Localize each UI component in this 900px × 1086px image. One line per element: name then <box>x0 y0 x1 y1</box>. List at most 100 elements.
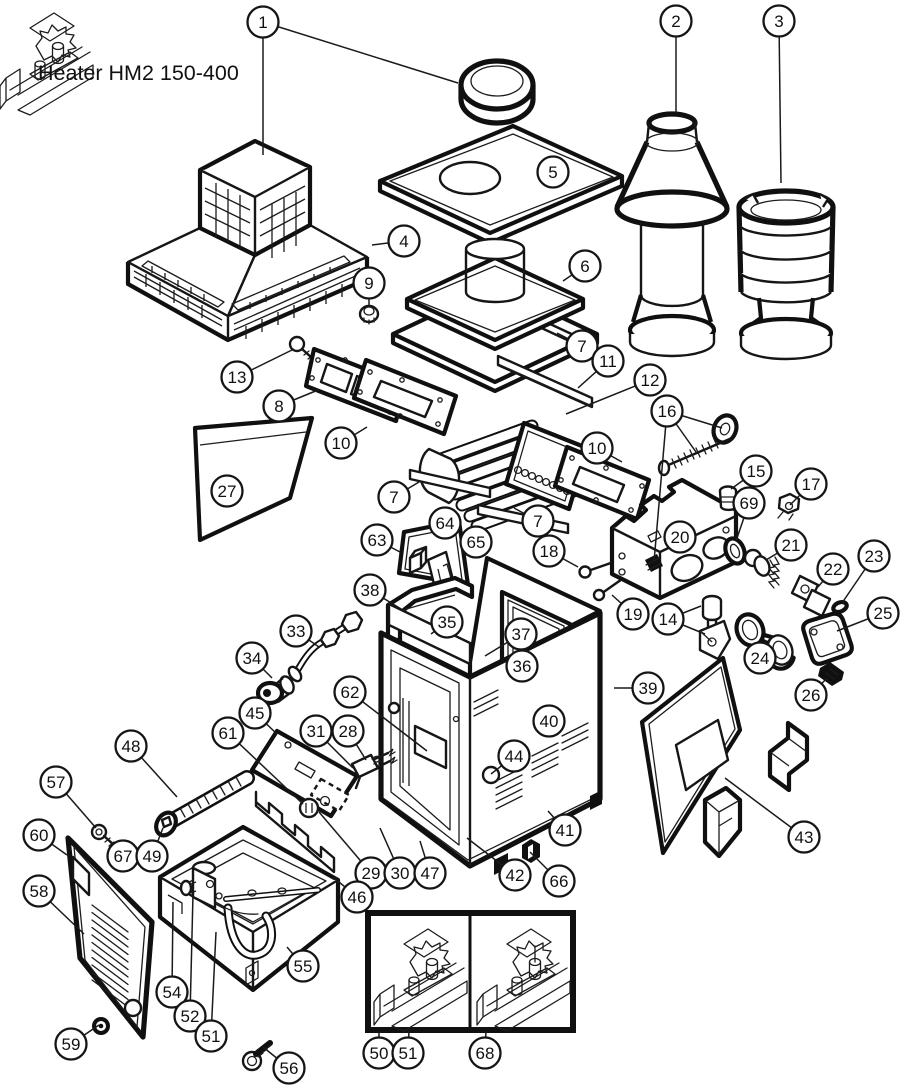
callout-41[interactable]: 41 <box>548 813 582 847</box>
callout-10[interactable]: 10 <box>580 431 614 465</box>
callout-balloon[interactable] <box>331 714 365 748</box>
callout-balloon[interactable] <box>360 523 394 557</box>
callout-7[interactable]: 7 <box>521 504 555 538</box>
callout-33[interactable]: 33 <box>279 614 313 648</box>
callout-balloon[interactable] <box>548 813 582 847</box>
callout-balloon[interactable] <box>135 839 169 873</box>
callout-23[interactable]: 23 <box>857 539 891 573</box>
callout-30[interactable]: 30 <box>383 856 417 890</box>
callout-balloon[interactable] <box>324 426 358 460</box>
callout-5[interactable]: 5 <box>536 155 570 189</box>
callout-61[interactable]: 61 <box>211 716 245 750</box>
callout-42[interactable]: 42 <box>498 858 532 892</box>
callout-balloon[interactable] <box>651 602 685 636</box>
callout-balloon[interactable] <box>521 504 555 538</box>
callout-balloon[interactable] <box>235 641 269 675</box>
callout-balloon[interactable] <box>650 394 684 428</box>
callout-balloon[interactable] <box>262 389 296 423</box>
callout-balloon[interactable] <box>565 329 599 363</box>
callout-39[interactable]: 39 <box>631 671 665 705</box>
callout-56[interactable]: 56 <box>272 1051 306 1085</box>
callout-27[interactable]: 27 <box>210 474 244 508</box>
callout-47[interactable]: 47 <box>413 856 447 890</box>
callout-14[interactable]: 14 <box>651 602 685 636</box>
callout-4[interactable]: 4 <box>387 224 421 258</box>
callout-balloon[interactable] <box>762 4 796 38</box>
callout-51[interactable]: 51 <box>391 1036 425 1070</box>
callout-balloon[interactable] <box>39 765 73 799</box>
callout-balloon[interactable] <box>568 249 602 283</box>
callout-52[interactable]: 52 <box>173 999 207 1033</box>
callout-balloon[interactable] <box>210 474 244 508</box>
callout-balloon[interactable] <box>220 360 254 394</box>
callout-balloon[interactable] <box>794 678 828 712</box>
callout-65[interactable]: 65 <box>459 525 493 559</box>
callout-balloon[interactable] <box>211 716 245 750</box>
callout-balloon[interactable] <box>22 874 56 908</box>
callout-balloon[interactable] <box>377 480 411 514</box>
callout-26[interactable]: 26 <box>794 678 828 712</box>
callout-balloon[interactable] <box>114 729 148 763</box>
callout-51[interactable]: 51 <box>194 1019 228 1053</box>
callout-balloon[interactable] <box>732 486 766 520</box>
callout-46[interactable]: 46 <box>340 880 374 914</box>
callout-63[interactable]: 63 <box>360 523 394 557</box>
callout-balloon[interactable] <box>352 266 386 300</box>
callout-balloon[interactable] <box>272 1051 306 1085</box>
callout-54[interactable]: 54 <box>155 975 189 1009</box>
callout-balloon[interactable] <box>391 1036 425 1070</box>
callout-balloon[interactable] <box>536 155 570 189</box>
callout-2[interactable]: 2 <box>659 4 693 38</box>
callout-48[interactable]: 48 <box>114 729 148 763</box>
callout-50[interactable]: 50 <box>362 1036 396 1070</box>
callout-19[interactable]: 19 <box>616 597 650 631</box>
callout-balloon[interactable] <box>631 671 665 705</box>
callout-balloon[interactable] <box>774 528 808 562</box>
callout-balloon[interactable] <box>857 539 891 573</box>
callout-balloon[interactable] <box>787 820 821 854</box>
callout-49[interactable]: 49 <box>135 839 169 873</box>
callout-58[interactable]: 58 <box>22 874 56 908</box>
callout-balloon[interactable] <box>532 704 566 738</box>
callout-balloon[interactable] <box>497 739 531 773</box>
callout-balloon[interactable] <box>739 454 773 488</box>
callout-balloon[interactable] <box>659 4 693 38</box>
callout-28[interactable]: 28 <box>331 714 365 748</box>
callout-13[interactable]: 13 <box>220 360 254 394</box>
callout-6[interactable]: 6 <box>568 249 602 283</box>
callout-7[interactable]: 7 <box>565 329 599 363</box>
callout-59[interactable]: 59 <box>54 1027 88 1061</box>
callout-balloon[interactable] <box>743 641 777 675</box>
callout-balloon[interactable] <box>591 344 625 378</box>
callout-16[interactable]: 16 <box>650 394 684 428</box>
callout-20[interactable]: 20 <box>663 520 697 554</box>
callout-balloon[interactable] <box>286 949 320 983</box>
callout-balloon[interactable] <box>542 864 576 898</box>
callout-15[interactable]: 15 <box>739 454 773 488</box>
callout-40[interactable]: 40 <box>532 704 566 738</box>
callout-balloon[interactable] <box>173 999 207 1033</box>
callout-11[interactable]: 11 <box>591 344 625 378</box>
callout-25[interactable]: 25 <box>866 596 900 630</box>
callout-68[interactable]: 68 <box>468 1036 502 1070</box>
callout-67[interactable]: 67 <box>106 839 140 873</box>
callout-44[interactable]: 44 <box>497 739 531 773</box>
callout-38[interactable]: 38 <box>353 573 387 607</box>
callout-balloon[interactable] <box>194 1019 228 1053</box>
callout-balloon[interactable] <box>816 552 850 586</box>
callout-37[interactable]: 37 <box>504 617 538 651</box>
callout-7[interactable]: 7 <box>377 480 411 514</box>
callout-balloon[interactable] <box>387 224 421 258</box>
callout-64[interactable]: 64 <box>428 506 462 540</box>
callout-12[interactable]: 12 <box>633 363 667 397</box>
callout-55[interactable]: 55 <box>286 949 320 983</box>
callout-10[interactable]: 10 <box>324 426 358 460</box>
callout-balloon[interactable] <box>505 649 539 683</box>
callout-balloon[interactable] <box>616 597 650 631</box>
callout-balloon[interactable] <box>413 856 447 890</box>
callout-36[interactable]: 36 <box>505 649 539 683</box>
callout-balloon[interactable] <box>353 573 387 607</box>
callout-balloon[interactable] <box>430 605 464 639</box>
callout-balloon[interactable] <box>532 534 566 568</box>
callout-35[interactable]: 35 <box>430 605 464 639</box>
